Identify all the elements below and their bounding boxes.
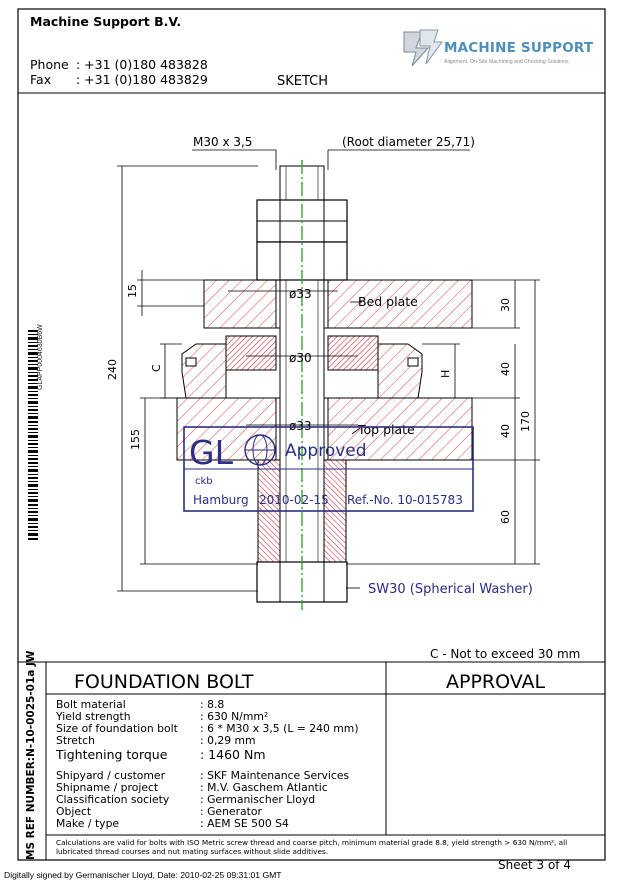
bed-plate-shape [203, 279, 473, 329]
dim-60: 60 [499, 510, 512, 524]
logo-text: MACHINE SUPPORT [444, 40, 594, 56]
dim-30: 30 [499, 298, 512, 312]
dim-40-top-plate: 40 [499, 424, 512, 438]
dim-c: C [150, 364, 163, 372]
right-chock-ring [377, 343, 423, 399]
project-label: Make / type [56, 817, 120, 830]
spec-label: Stretch [56, 734, 95, 747]
root-diameter-label: (Root diameter 25,71) [342, 135, 475, 149]
sheet-number: Sheet 3 of 4 [498, 858, 571, 872]
spec-label: Bolt material [56, 698, 126, 711]
spec-value: : 630 N/mm² [200, 710, 269, 723]
company-name: Machine Support B.V. [30, 14, 182, 29]
stamp-city: Hamburg [193, 493, 249, 507]
phone-label: Phone [30, 57, 69, 72]
left-chock-ring [181, 343, 227, 399]
fax-label: Fax [30, 72, 52, 87]
digital-signature-line: Digitally signed by Germanischer Lloyd, … [4, 870, 282, 880]
project-value: : SKF Maintenance Services [200, 769, 350, 782]
dim-15: 15 [126, 284, 139, 298]
fax-number: : +31 (0)180 483829 [76, 72, 208, 87]
dim-170: 170 [519, 411, 532, 432]
spec-label: Yield strength [56, 710, 131, 723]
spec-label: Size of foundation bolt [56, 722, 178, 735]
fax-line: Fax : +31 (0)180 483829 [30, 72, 208, 87]
spec-value: : 1460 Nm [200, 747, 266, 762]
dim-40-chock: 40 [499, 362, 512, 376]
project-label: Classification society [56, 793, 170, 806]
bore-diameter-top: ø33 [289, 287, 312, 301]
stamp-date: 2010-02-15 [259, 493, 329, 507]
dim-h: H [439, 370, 452, 378]
logo-tagline: Alignment, On-Site Machining and Chockin… [444, 59, 569, 65]
validity-note: Calculations are valid for bolts with IS… [56, 838, 568, 856]
thread-size-label: M30 x 3,5 [193, 135, 252, 149]
phone-number: : +31 (0)180 483828 [76, 57, 208, 72]
spec-label: Tightening torque [56, 747, 168, 762]
project-value: : M.V. Gaschem Atlantic [200, 781, 328, 794]
bore-diameter-mid: ø30 [289, 351, 312, 365]
dim-155: 155 [129, 429, 142, 450]
approval-heading: APPROVAL [446, 671, 546, 693]
approval-stamp: GL Approved ckb Hamburg 2010-02-15 Ref.-… [183, 426, 474, 512]
stamp-approved: Approved [285, 441, 367, 461]
stamp-initials: ckb [195, 476, 213, 487]
stamp-gl: GL [189, 433, 234, 472]
ms-reference-number: MS REF NUMBER:N-10-0025-01a JW [25, 650, 37, 860]
company-logo: MACHINE SUPPORT Alignment, On-Site Machi… [398, 28, 593, 68]
machine-support-logo-icon [403, 29, 443, 67]
dim-240: 240 [106, 359, 119, 380]
bore-diameter-low: ø33 [289, 419, 312, 433]
spec-value: : 0,29 mm [200, 734, 256, 747]
drawing-title: FOUNDATION BOLT [74, 671, 254, 693]
c-limit-note: C - Not to exceed 30 mm [430, 647, 581, 661]
project-label: Object [56, 805, 92, 818]
sheet-title: SKETCH [277, 74, 329, 89]
project-value: : Germanischer Lloyd [200, 793, 316, 806]
barcode-icon [28, 330, 38, 540]
project-value: : AEM SE 500 S4 [200, 817, 289, 830]
top-plate-label: Top plate [357, 422, 415, 437]
spherical-washer-label: SW30 (Spherical Washer) [368, 582, 533, 597]
project-label: Shipname / project [56, 781, 159, 794]
project-value: : Generator [200, 805, 262, 818]
phone-line: Phone : +31 (0)180 483828 [30, 57, 208, 72]
bed-plate-label: Bed plate [358, 294, 418, 309]
spec-value: : 6 * M30 x 3,5 (L = 240 mm) [200, 722, 359, 735]
spec-value: : 8.8 [200, 698, 225, 711]
project-label: Shipyard / customer [56, 769, 166, 782]
stamp-reference: Ref.-No. 10-015783 [347, 493, 463, 507]
